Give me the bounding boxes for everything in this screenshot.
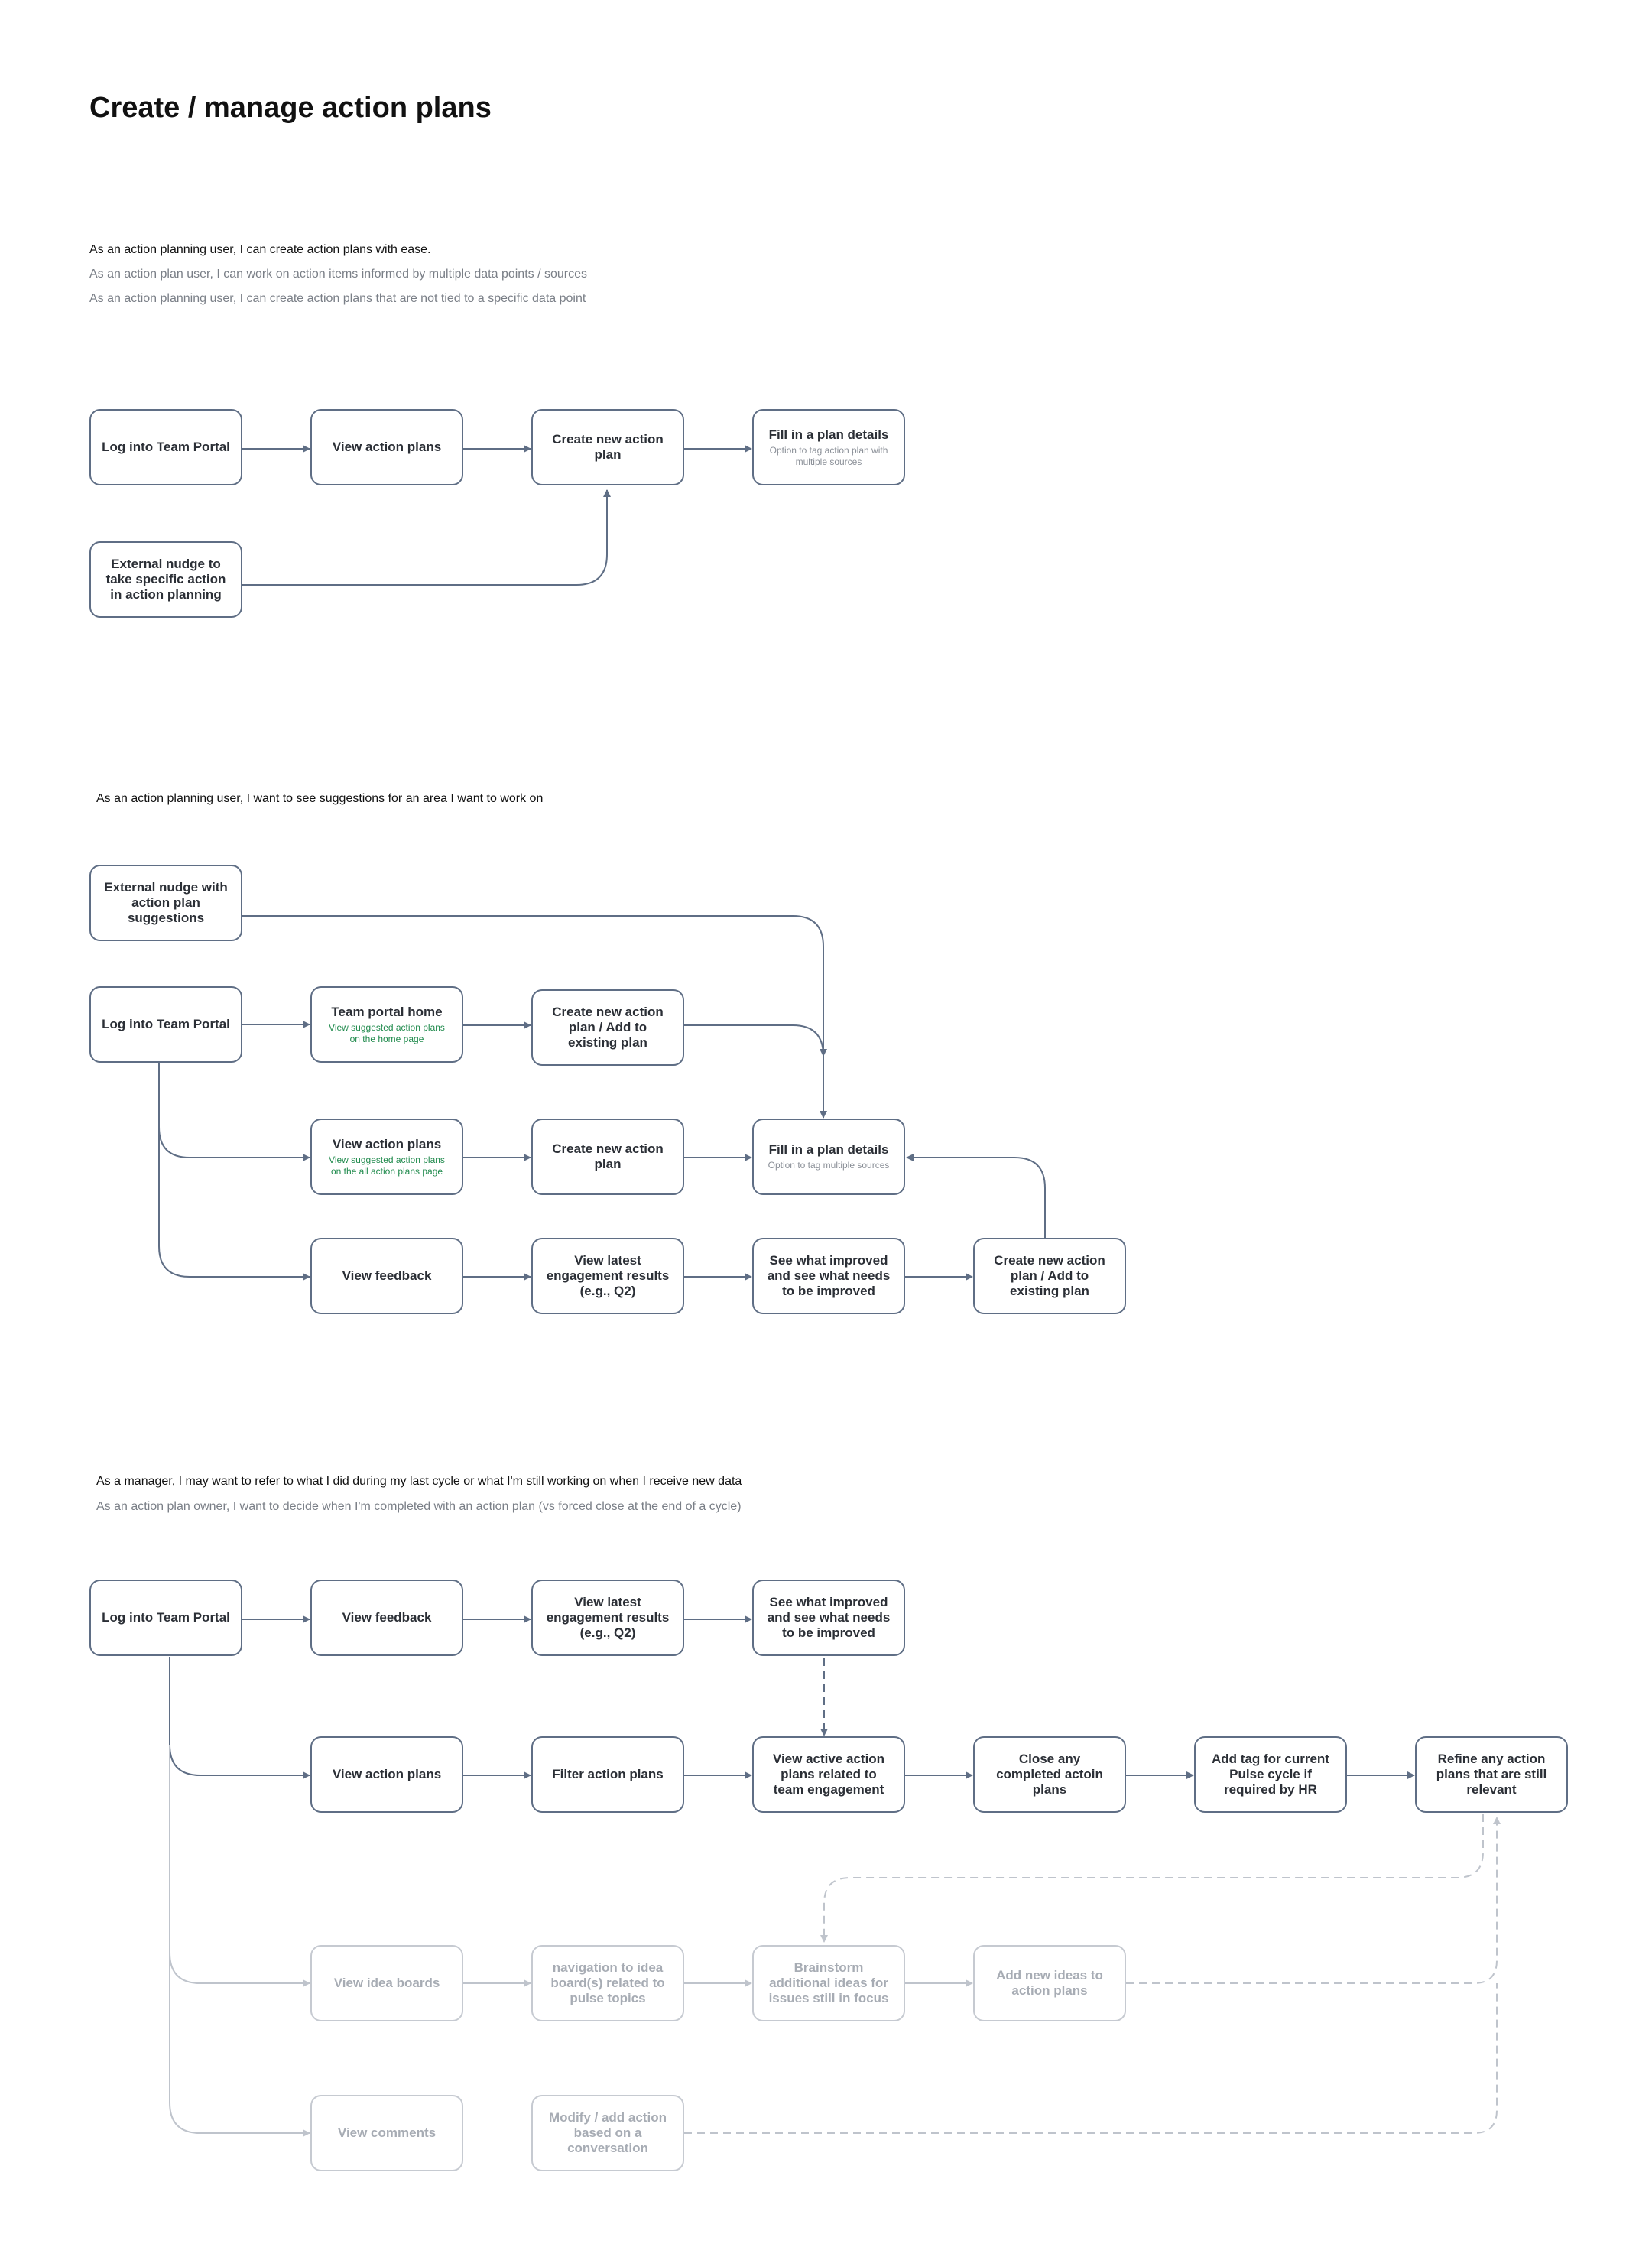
arrow-s1-nudge-to-create [242, 489, 611, 586]
node-note: View suggested action plans on the home … [329, 1021, 445, 1044]
node-s2-create-add-2[interactable]: Create new action plan / Add to existing… [973, 1238, 1126, 1314]
story-s1-1: As an action planning user, I can create… [89, 243, 431, 256]
node-s2-view-plans[interactable]: View action plans View suggested action … [310, 1119, 463, 1195]
arrow-s3-login-to-view-plans [169, 1657, 310, 1779]
node-s3-login[interactable]: Log into Team Portal [89, 1580, 242, 1656]
node-s3-modify[interactable]: Modify / add action based on a conversat… [531, 2095, 684, 2171]
story-s3-1: As a manager, I may want to refer to wha… [96, 1475, 742, 1488]
node-s3-active[interactable]: View active action plans related to team… [752, 1736, 905, 1813]
node-s3-comments[interactable]: View comments [310, 2095, 463, 2171]
branch-s3-login-to-comments [169, 1953, 310, 2137]
node-s3-close[interactable]: Close any completed actoin plans [973, 1736, 1126, 1813]
story-s3-2: As an action plan owner, I want to decid… [96, 1500, 742, 1513]
node-s2-feedback[interactable]: View feedback [310, 1238, 463, 1314]
node-s3-idea-boards[interactable]: View idea boards [310, 1945, 463, 2021]
node-label: Log into Team Portal [102, 440, 230, 454]
arrow-s2-login-to-view-plans [158, 1062, 310, 1161]
arrow-s3-refine-to-brainstorm [820, 1814, 1484, 1943]
story-s1-3: As an action planning user, I can create… [89, 292, 586, 305]
node-note: Option to tag multiple sources [768, 1160, 890, 1171]
node-s3-results[interactable]: View latest engagement results (e.g., Q2… [531, 1580, 684, 1656]
node-label: Add new ideas to action plans [996, 1968, 1103, 1998]
node-label: See what improved and see what needs to … [767, 1595, 891, 1640]
node-label: Create new action plan [552, 432, 664, 462]
node-s1-login[interactable]: Log into Team Portal [89, 409, 242, 485]
node-s1-fill-details[interactable]: Fill in a plan details Option to tag act… [752, 409, 905, 485]
page-title: Create / manage action plans [89, 92, 492, 124]
node-label: Log into Team Portal [102, 1610, 230, 1625]
node-label: Team portal home [331, 1004, 443, 1019]
node-label: Fill in a plan details [768, 1142, 889, 1157]
arrow-s2-create-add-to-fill [684, 1024, 827, 1057]
arrow-s2-login-to-feedback [158, 1127, 310, 1281]
node-s3-tag[interactable]: Add tag for current Pulse cycle if requi… [1194, 1736, 1347, 1813]
node-label: Close any completed actoin plans [996, 1752, 1103, 1797]
node-label: View idea boards [333, 1976, 440, 1990]
node-s3-feedback[interactable]: View feedback [310, 1580, 463, 1656]
arrow-s3-modify-to-refine [684, 1983, 1498, 2134]
arrow-s3-add-ideas-to-refine [1126, 1817, 1501, 1984]
node-label: View action plans [332, 440, 442, 454]
node-label: Brainstorm additional ideas for issues s… [768, 1960, 889, 2005]
node-note: View suggested action plans on the all a… [329, 1154, 445, 1177]
node-label: Modify / add action based on a conversat… [549, 2110, 667, 2155]
branch-s3-login-to-idea-boards [169, 1745, 310, 1987]
story-s1-2: As an action plan user, I can work on ac… [89, 268, 587, 281]
node-label: navigation to idea board(s) related to p… [550, 1960, 665, 2005]
node-label: Create new action plan / Add to existing… [552, 1005, 664, 1050]
node-label: View latest engagement results (e.g., Q2… [546, 1595, 670, 1640]
node-s1-create-plan[interactable]: Create new action plan [531, 409, 684, 485]
node-s3-brainstorm[interactable]: Brainstorm additional ideas for issues s… [752, 1945, 905, 2021]
node-label: Filter action plans [552, 1767, 664, 1781]
node-label: External nudge with action plan suggesti… [104, 880, 228, 925]
node-label: See what improved and see what needs to … [767, 1253, 891, 1298]
node-s1-view-plans[interactable]: View action plans [310, 409, 463, 485]
story-s2-1: As an action planning user, I want to se… [96, 792, 544, 805]
node-label: View action plans [332, 1136, 442, 1151]
node-s3-refine[interactable]: Refine any action plans that are still r… [1415, 1736, 1568, 1813]
node-s3-nav-boards[interactable]: navigation to idea board(s) related to p… [531, 1945, 684, 2021]
node-s2-create-add[interactable]: Create new action plan / Add to existing… [531, 989, 684, 1066]
node-label: Add tag for current Pulse cycle if requi… [1212, 1752, 1329, 1797]
node-label: Refine any action plans that are still r… [1436, 1752, 1547, 1797]
node-s2-create-plan[interactable]: Create new action plan [531, 1119, 684, 1195]
node-label: View latest engagement results (e.g., Q2… [546, 1253, 670, 1298]
node-label: External nudge to take specific action i… [105, 557, 226, 602]
node-s1-nudge[interactable]: External nudge to take specific action i… [89, 541, 242, 618]
node-label: View feedback [342, 1610, 432, 1625]
node-label: Create new action plan / Add to existing… [994, 1253, 1105, 1298]
node-s3-filter[interactable]: Filter action plans [531, 1736, 684, 1813]
node-label: Log into Team Portal [102, 1017, 230, 1031]
node-s2-results[interactable]: View latest engagement results (e.g., Q2… [531, 1238, 684, 1314]
node-label: Fill in a plan details [768, 427, 889, 442]
arrow-s2-nudge-to-fill [242, 915, 827, 1119]
node-s3-improved[interactable]: See what improved and see what needs to … [752, 1580, 905, 1656]
node-s3-add-ideas[interactable]: Add new ideas to action plans [973, 1945, 1126, 2021]
node-s2-login[interactable]: Log into Team Portal [89, 986, 242, 1063]
node-label: View action plans [332, 1767, 442, 1781]
node-label: View comments [337, 2125, 437, 2140]
arrow-s2-create-add-back-to-fill [906, 1154, 1046, 1239]
node-label: View active action plans related to team… [772, 1752, 885, 1797]
node-s2-improved[interactable]: See what improved and see what needs to … [752, 1238, 905, 1314]
node-label: Create new action plan [552, 1141, 664, 1171]
node-s2-fill-details[interactable]: Fill in a plan details Option to tag mul… [752, 1119, 905, 1195]
node-label: View feedback [342, 1268, 432, 1283]
node-note: Option to tag action plan with multiple … [769, 444, 888, 467]
node-s3-view-plans[interactable]: View action plans [310, 1736, 463, 1813]
node-s2-nudge[interactable]: External nudge with action plan suggesti… [89, 865, 242, 941]
node-s2-home[interactable]: Team portal home View suggested action p… [310, 986, 463, 1063]
